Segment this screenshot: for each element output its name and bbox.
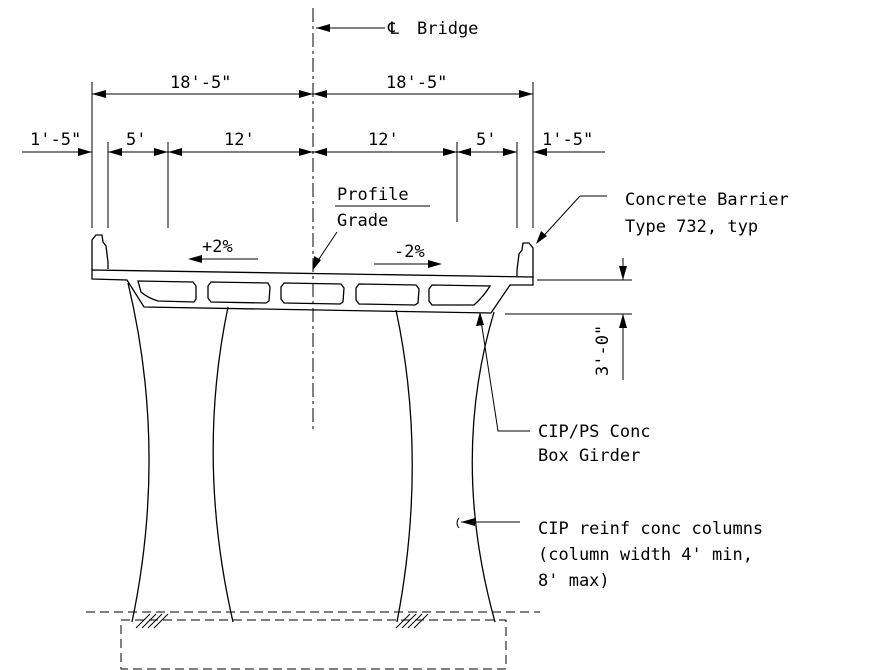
barrier-left [91, 234, 109, 270]
column-callout-1: CIP reinf conc columns [538, 519, 763, 539]
shoulder-left-dim: 5' [126, 130, 146, 150]
profile-grade-arrow [313, 256, 321, 270]
barrier-callout-2: Type 732, typ [625, 217, 758, 237]
girder-callout-leader [479, 313, 530, 432]
barrier-right [516, 242, 534, 278]
half-width-left-label: 18'-5" [170, 73, 231, 93]
centerline-symbol: ℄ [387, 19, 399, 39]
half-width-dimension: 18'-5" 18'-5" [91, 73, 534, 228]
girder-callout-arrow [476, 312, 484, 326]
half-width-right-label: 18'-5" [386, 73, 447, 93]
barrier-left-dim: 1'-5" [30, 130, 81, 150]
profile-grade-label-1: Profile [337, 185, 409, 205]
column-callout-arrow [461, 518, 475, 526]
ground-hatch-right [395, 613, 429, 629]
footing [120, 619, 507, 670]
lane-dimension: 1'-5" 5' 12' 12' 5' 1'-5" [22, 130, 605, 228]
slope-left-label: +2% [202, 237, 233, 257]
ground-hatch-left [135, 613, 169, 629]
barrier-callout-leader [537, 195, 581, 243]
profile-grade-label-2: Grade [337, 211, 388, 231]
lane-left-dim: 12' [224, 130, 255, 150]
slope-right-label: -2% [394, 242, 425, 262]
depth-dim-label: 3'-0" [593, 325, 613, 376]
box-girder-cells [137, 280, 492, 306]
girder-callout-1: CIP/PS Conc [538, 422, 651, 442]
centerline-arrow [316, 24, 330, 32]
depth-dimension: 3'-0" [505, 258, 632, 380]
columns [127, 282, 496, 623]
girder-callout-2: Box Girder [538, 446, 640, 466]
shoulder-right-dim: 5' [476, 130, 496, 150]
barrier-right-dim: 1'-5" [542, 130, 593, 150]
column-centerline-symbol [456, 517, 460, 529]
slope-right-arrowhead [428, 260, 442, 268]
box-girder-outline [91, 269, 534, 314]
centerline-label: Bridge [417, 19, 478, 39]
slope-left-arrowhead [188, 255, 202, 263]
barrier-callout-arrow [536, 231, 547, 244]
column-callout-3: 8' max) [538, 571, 610, 591]
lane-right-dim: 12' [368, 130, 399, 150]
column-callout-2: (column width 4' min, [538, 545, 753, 565]
barrier-callout-1: Concrete Barrier [625, 190, 789, 210]
